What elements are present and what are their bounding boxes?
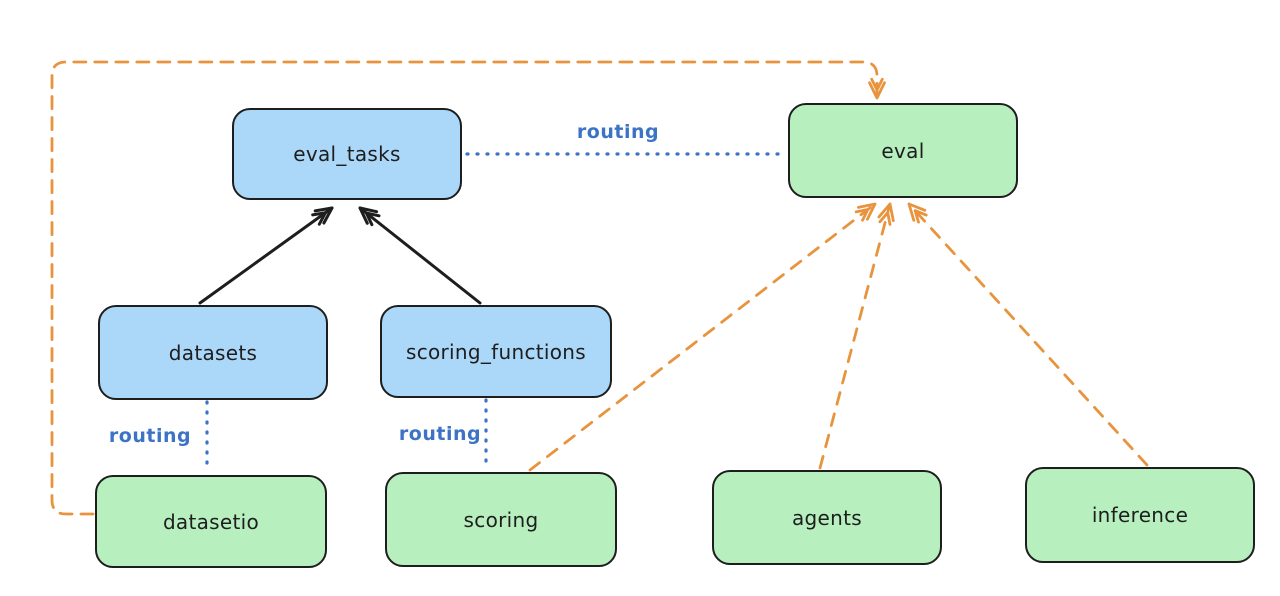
routing-label-scoring-functions-scoring: routing [398, 423, 482, 445]
edge-datasets-to-eval-tasks [198, 206, 334, 305]
routing-label-eval-tasks-eval: routing [576, 121, 660, 143]
node-inference-label: inference [1091, 503, 1189, 527]
node-datasets-label: datasets [168, 340, 258, 365]
node-inference: inference [1025, 467, 1255, 563]
node-eval-label: eval [881, 138, 925, 163]
node-datasetio: datasetio [95, 475, 327, 568]
node-datasetio-label: datasetio [162, 509, 260, 534]
routing-label-datasets-datasetio: routing [108, 425, 192, 447]
edge-inference-to-eval [907, 202, 1149, 467]
node-eval: eval [788, 103, 1018, 198]
node-scoring-functions-label: scoring_functions [405, 339, 587, 364]
edge-agents-to-eval [818, 202, 895, 470]
node-eval-tasks-label: eval_tasks [293, 142, 401, 166]
edge-scoring-functions-to-eval-tasks [358, 206, 482, 305]
node-agents: agents [712, 470, 942, 565]
node-eval-tasks: eval_tasks [232, 108, 462, 200]
node-agents-label: agents [792, 505, 862, 530]
node-scoring-functions: scoring_functions [380, 305, 612, 398]
node-datasets: datasets [98, 305, 328, 400]
node-scoring: scoring [385, 472, 617, 567]
node-scoring-label: scoring [463, 507, 539, 532]
